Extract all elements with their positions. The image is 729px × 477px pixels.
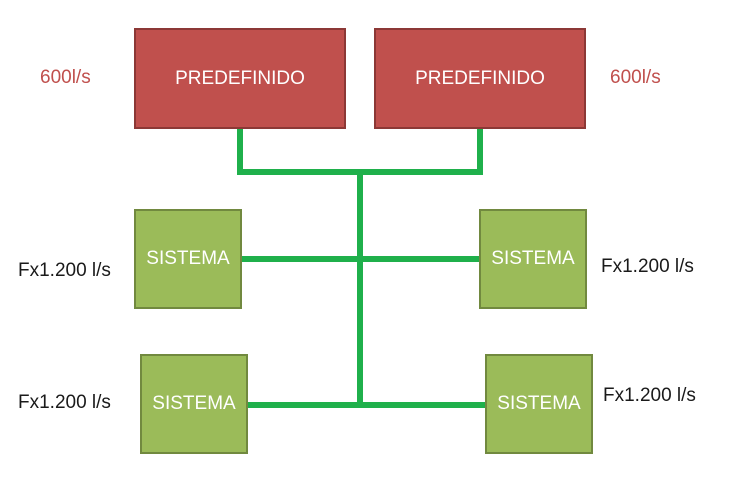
predefined-flow-left: 600l/s	[40, 67, 91, 88]
predefined-label-left: PREDEFINIDO	[175, 67, 305, 89]
predefined-box-left: PREDEFINIDO	[134, 28, 346, 129]
predefined-flow-right: 600l/s	[610, 67, 661, 88]
system-label: SISTEMA	[146, 248, 230, 269]
system-flow-top-left: Fx1.200 l/s	[18, 260, 111, 281]
system-flow-top-right: Fx1.200 l/s	[601, 256, 694, 277]
predefined-box-right: PREDEFINIDO	[374, 28, 586, 129]
system-label: SISTEMA	[497, 393, 581, 414]
connector-top-bracket	[237, 128, 483, 175]
system-flow-bottom-left: Fx1.200 l/s	[18, 392, 111, 413]
system-box-bottom-left: SISTEMA	[140, 354, 248, 454]
system-label: SISTEMA	[491, 248, 575, 269]
system-box-top-left: SISTEMA	[134, 209, 242, 309]
system-box-top-right: SISTEMA	[479, 209, 587, 309]
predefined-label-right: PREDEFINIDO	[415, 67, 545, 89]
system-label: SISTEMA	[152, 393, 236, 414]
system-flow-bottom-right: Fx1.200 l/s	[603, 385, 696, 406]
system-box-bottom-right: SISTEMA	[485, 354, 593, 454]
